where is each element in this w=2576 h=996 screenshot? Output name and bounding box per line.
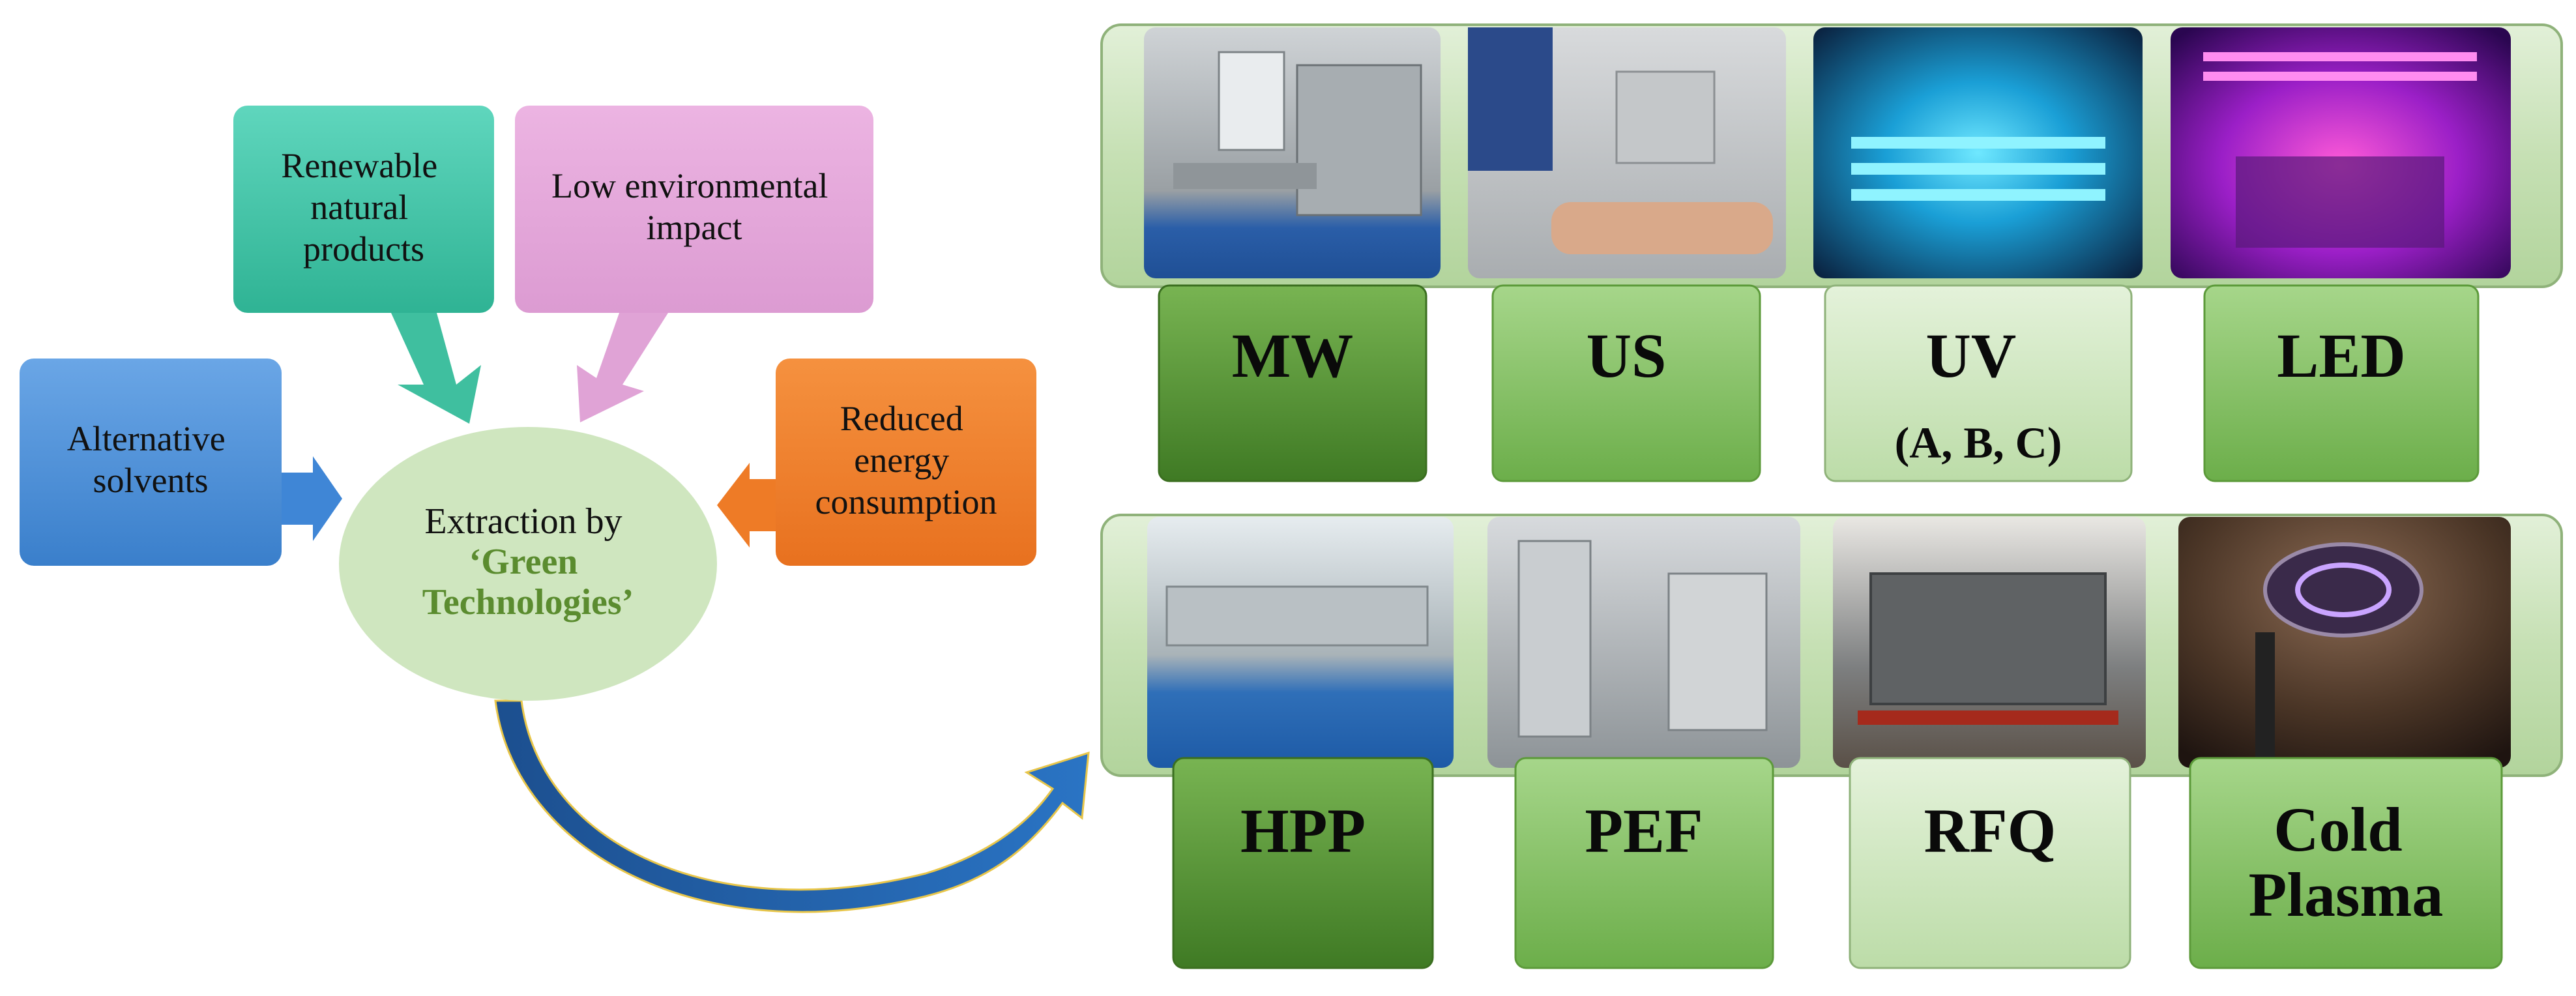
- driver-reduced-energy: Reduced energy consumption: [717, 359, 1036, 566]
- mw-cabinet: [1296, 64, 1422, 216]
- us-product: [1551, 202, 1773, 254]
- reduced-energy-text: Reduced energy consumption: [815, 399, 997, 521]
- pef-label-box: [1514, 757, 1774, 969]
- photo-led: [2171, 27, 2511, 278]
- pef-cabinet: [1667, 572, 1768, 731]
- plasma-tube: [2263, 542, 2423, 637]
- alt-solvents-text: Alternative solvents: [67, 419, 234, 500]
- uv-label-box: [1824, 284, 2133, 482]
- curved-arrow: [494, 699, 1090, 913]
- led-strip-1: [2203, 52, 2477, 61]
- reduced-energy-arrow: [717, 463, 776, 548]
- label-pef: PEF: [1514, 757, 1774, 969]
- photo-uv: [1813, 27, 2143, 278]
- uv-lamp-2: [1851, 163, 2105, 175]
- renewable-arrow: [391, 313, 481, 424]
- center-text: Extraction by ‘Green Technologies’: [422, 501, 634, 622]
- uv-chamber-photo: [1813, 27, 2143, 278]
- uv-label-text: UV (A, B, C): [1895, 321, 2062, 467]
- hpp-label-box: [1172, 757, 1434, 969]
- photo-pef: [1487, 517, 1800, 768]
- pef-label-text: PEF: [1585, 796, 1703, 866]
- driver-alt-solvents: Alternative solvents: [20, 359, 342, 566]
- us-horn: [1615, 70, 1716, 164]
- hpp-label-text: HPP: [1240, 796, 1366, 866]
- label-rfq: RFQ: [1849, 757, 2131, 969]
- mw-label-box: [1158, 284, 1427, 482]
- rf-frame: [1858, 710, 2118, 725]
- alt-solvents-box: [20, 359, 282, 566]
- uv-lamp-3: [1851, 189, 2105, 201]
- curved-arrow-shape: [494, 699, 1090, 913]
- photo-rfq: [1833, 517, 2146, 768]
- us-operator-sleeve: [1468, 27, 1553, 171]
- hpp-vessel: [1165, 585, 1429, 647]
- photo-plasma: [2178, 517, 2511, 768]
- low-impact-box: [515, 106, 873, 313]
- mw-label-text: MW: [1232, 321, 1354, 390]
- rf-unit: [1869, 572, 2107, 705]
- photo-us: [1468, 27, 1786, 278]
- photo-mw: [1144, 27, 1441, 278]
- plasma-glow: [2295, 563, 2392, 617]
- alt-solvents-arrow: [282, 456, 342, 541]
- center-ellipse: [339, 427, 717, 701]
- rfq-label-box: [1849, 757, 2131, 969]
- driver-renewable: Renewable natural products: [233, 106, 494, 424]
- label-uv: UV (A, B, C): [1824, 284, 2133, 482]
- reduced-energy-box: [776, 359, 1036, 566]
- mw-control-panel: [1218, 51, 1285, 151]
- plasma-stand: [2255, 632, 2275, 763]
- label-hpp: HPP: [1172, 757, 1434, 969]
- renewable-box: [233, 106, 494, 313]
- rfq-label-text: RFQ: [1924, 796, 2056, 866]
- mw-conveyor: [1173, 163, 1317, 189]
- led-label-box: [2203, 284, 2480, 482]
- label-cold-plasma: Cold Plasma: [2189, 757, 2503, 969]
- center-node: Extraction by ‘Green Technologies’: [339, 427, 717, 701]
- renewable-text: Renewable natural products: [281, 146, 446, 269]
- driver-low-impact: Low environmental impact: [515, 106, 873, 422]
- label-led: LED: [2203, 284, 2480, 482]
- led-strip-2: [2203, 72, 2477, 81]
- low-impact-text: Low environmental impact: [551, 166, 837, 247]
- label-us: US: [1491, 284, 1761, 482]
- label-mw: MW: [1158, 284, 1427, 482]
- cold-plasma-label-text: Cold Plasma: [2249, 795, 2444, 930]
- pef-column: [1517, 540, 1592, 738]
- led-tray: [2236, 156, 2444, 248]
- cold-plasma-label-box: [2189, 757, 2503, 969]
- led-label-text: LED: [2277, 321, 2405, 390]
- us-label-box: [1491, 284, 1761, 482]
- us-label-text: US: [1587, 321, 1667, 390]
- low-impact-arrow: [577, 313, 668, 422]
- uv-lamp-1: [1851, 137, 2105, 149]
- photo-hpp: [1147, 517, 1454, 768]
